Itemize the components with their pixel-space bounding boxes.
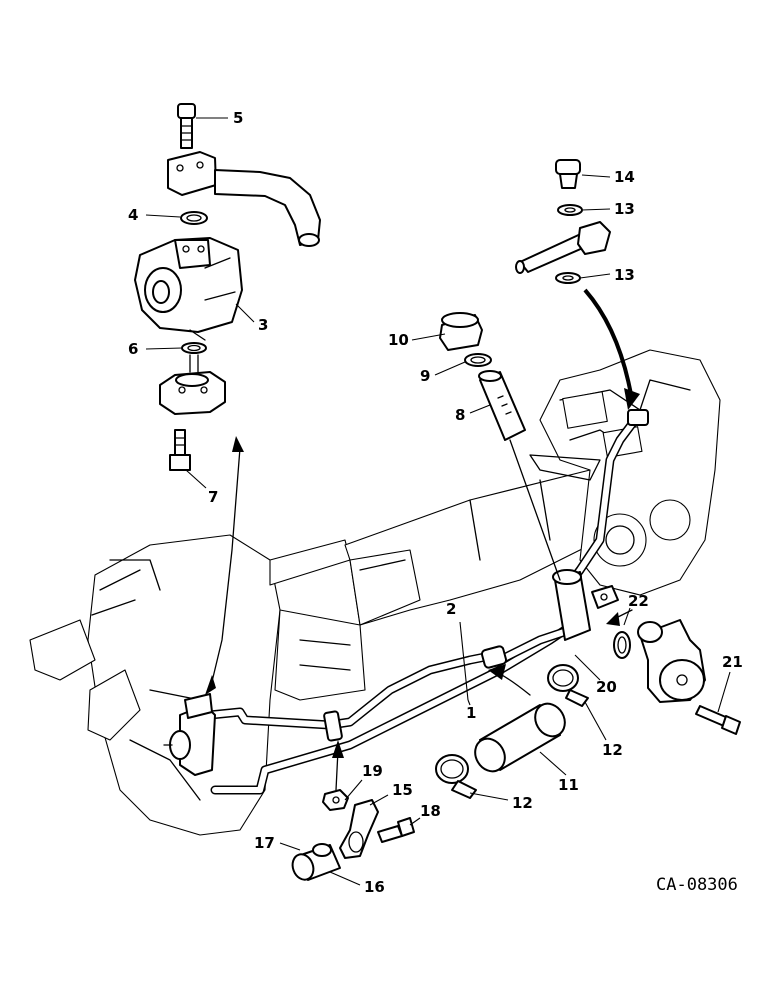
- callout-20: 20: [596, 678, 617, 696]
- hydraulic-tubes: [205, 409, 649, 795]
- callout-10: 10: [388, 331, 409, 349]
- callout-19: 19: [362, 762, 383, 780]
- callout-9: 9: [420, 367, 430, 385]
- exploded-pump-assembly: [134, 103, 321, 695]
- lower-right-parts: [435, 609, 741, 799]
- callout-5: 5: [233, 109, 243, 127]
- filter-dipstick-assembly: [439, 312, 561, 581]
- callout-8: 8: [455, 406, 465, 424]
- drawing-code: CA-08306: [656, 875, 738, 895]
- callout-13-upper: 13: [614, 200, 635, 218]
- tractor-body-outline: [29, 349, 721, 836]
- callout-6: 6: [128, 340, 138, 358]
- callout-1: 1: [466, 704, 476, 722]
- callout-17: 17: [254, 834, 275, 852]
- installed-pump: [163, 693, 343, 776]
- callout-16: 16: [364, 878, 385, 896]
- callout-14: 14: [614, 168, 635, 186]
- callout-12-upper: 12: [602, 741, 623, 759]
- callout-2: 2: [446, 600, 456, 618]
- banjo-fitting-assembly: [515, 159, 640, 410]
- callout-18: 18: [420, 802, 441, 820]
- callout-11: 11: [558, 776, 579, 794]
- callout-3: 3: [258, 316, 268, 334]
- leader-lines: [145, 117, 731, 886]
- callout-7: 7: [208, 488, 218, 506]
- callout-4: 4: [128, 206, 138, 224]
- callout-13-lower: 13: [614, 266, 635, 284]
- callout-12-lower: 12: [512, 794, 533, 812]
- callout-22: 22: [628, 592, 649, 610]
- lower-left-parts: [291, 740, 415, 881]
- callout-15: 15: [392, 781, 413, 799]
- callout-labels: 5 4 3 6 7 10 9 8 14 13 13 2 1 20 22 21 1…: [128, 109, 743, 896]
- callout-21: 21: [722, 653, 743, 671]
